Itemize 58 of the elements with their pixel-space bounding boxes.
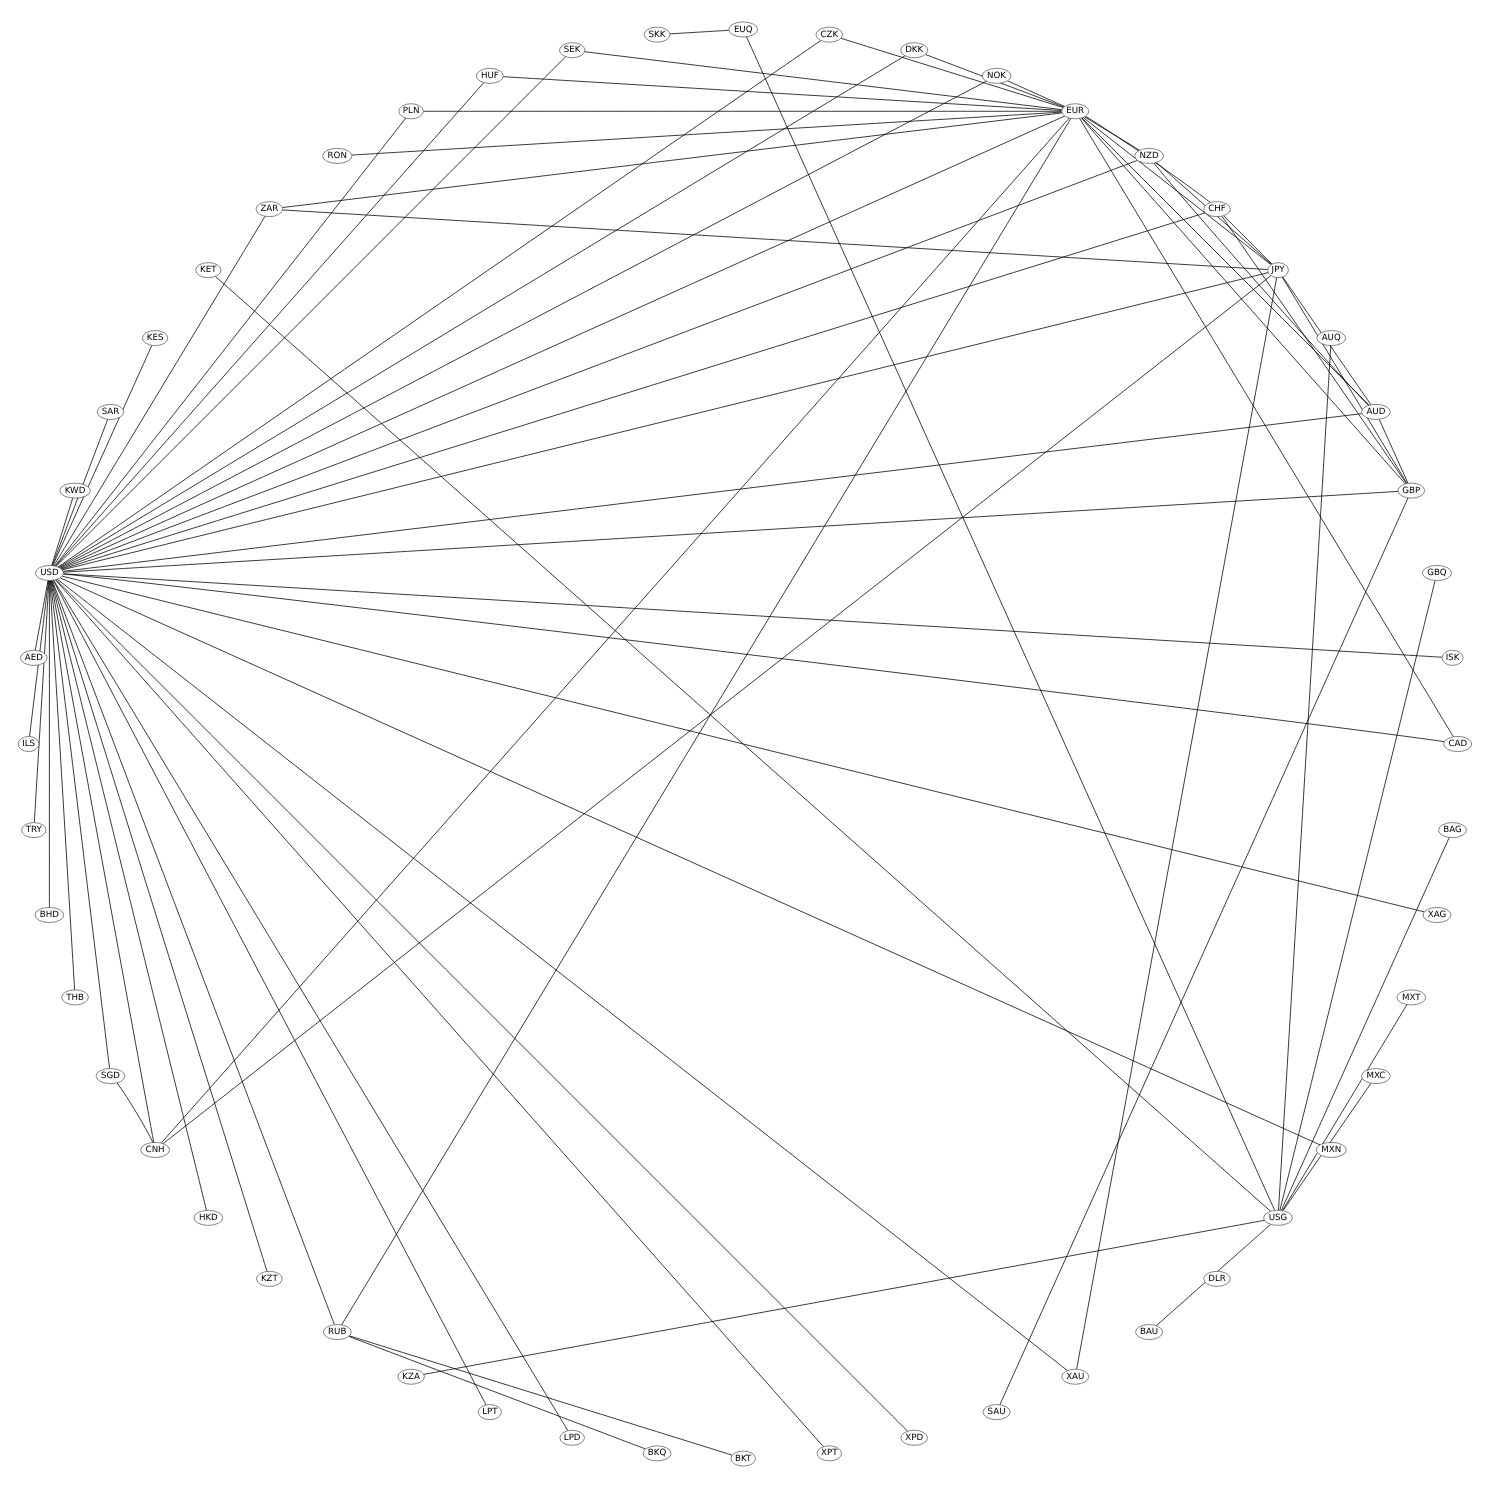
connector: [669, 28, 730, 34]
connector: [423, 109, 1062, 111]
connector: [51, 417, 109, 565]
connector: [49, 579, 110, 1068]
connector: [840, 36, 1064, 107]
connector: [1282, 1003, 1408, 1210]
connector: [50, 579, 155, 1142]
connector: [160, 116, 1070, 1143]
connector: [53, 214, 266, 566]
connector: [63, 572, 1445, 742]
connector: [282, 111, 1063, 207]
connector: [1081, 116, 1370, 405]
connector: [49, 579, 75, 990]
connector: [50, 579, 207, 1210]
connector: [1279, 579, 1436, 1210]
connector: [503, 75, 1063, 110]
connector: [1076, 276, 1278, 1369]
connector: [282, 208, 1268, 269]
connector: [53, 578, 569, 1430]
connector: [33, 579, 50, 822]
connector: [1223, 214, 1273, 264]
connector: [49, 579, 50, 907]
connector: [584, 50, 1063, 110]
connector: [423, 1218, 1265, 1374]
connector: [52, 344, 153, 565]
connector: [62, 490, 1399, 572]
connector: [51, 579, 335, 1324]
connector: [1155, 1222, 1272, 1326]
connector: [1007, 79, 1066, 106]
connector: [1082, 116, 1272, 264]
connector: [1153, 161, 1369, 405]
connector: [1085, 114, 1211, 202]
connector: [62, 412, 1363, 571]
connector: [999, 496, 1409, 1405]
connector: [341, 117, 1072, 1325]
connector: [1281, 275, 1408, 483]
connector: [29, 579, 49, 736]
connector: [1282, 1081, 1372, 1210]
connector: [1221, 214, 1407, 483]
connector: [746, 35, 1276, 1210]
connector: [51, 496, 74, 565]
connector: [351, 110, 1063, 155]
connector: [1156, 161, 1272, 264]
connector: [51, 579, 268, 1271]
connector: [1081, 116, 1406, 484]
connector: [61, 574, 1425, 912]
connector: [54, 116, 407, 566]
connector: [1378, 418, 1409, 483]
connector: [56, 577, 1068, 1370]
connector: [1282, 275, 1372, 405]
connector: [349, 1334, 733, 1455]
connector: [63, 572, 1443, 657]
connector: [116, 1081, 154, 1142]
connector: [925, 53, 1065, 107]
connector: [34, 579, 49, 650]
connector: [1278, 344, 1332, 1210]
connector: [52, 578, 487, 1405]
connector: [1084, 115, 1140, 150]
